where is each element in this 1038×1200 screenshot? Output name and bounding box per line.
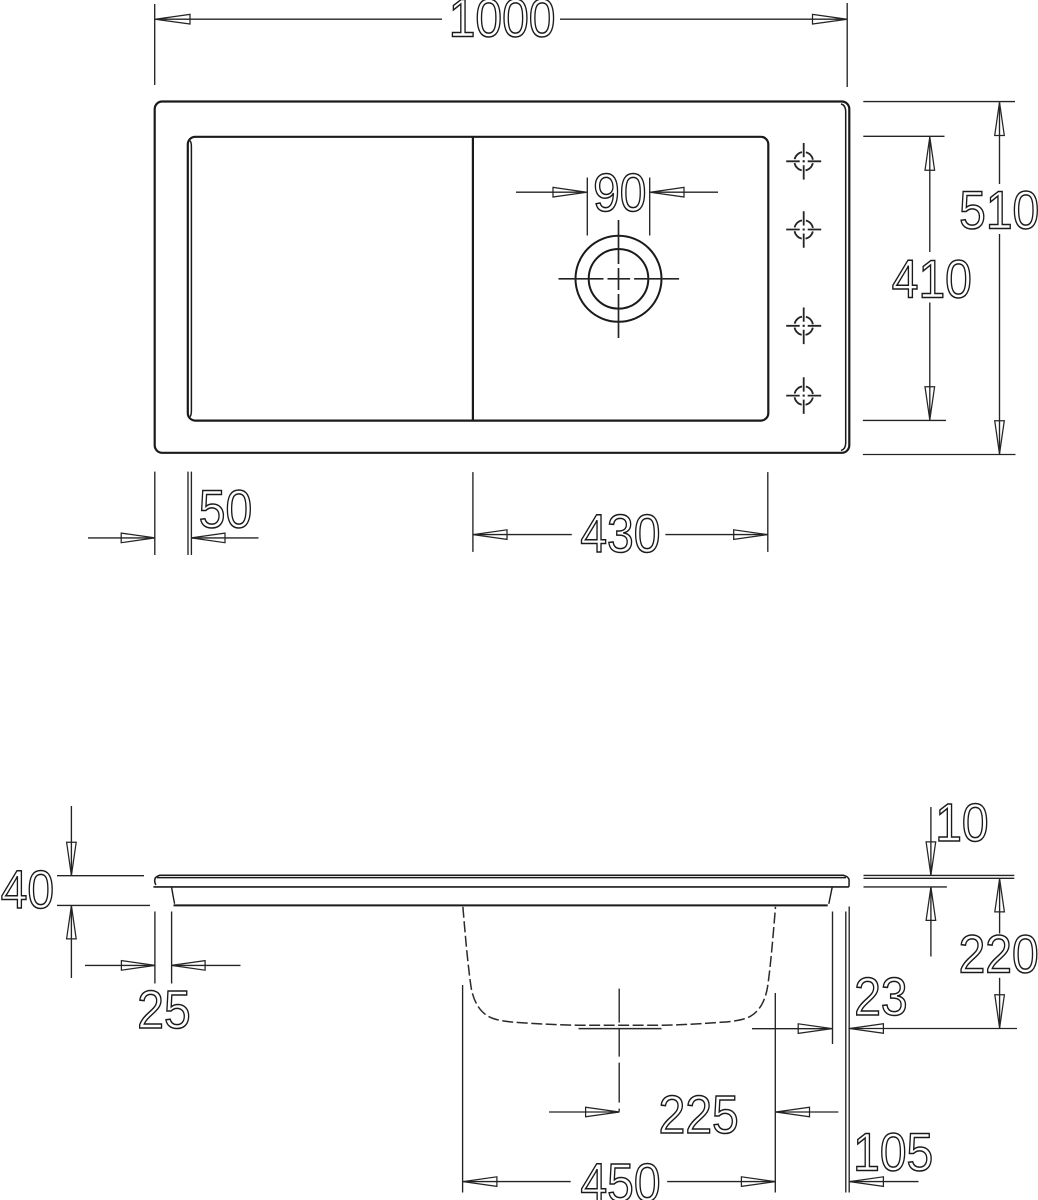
svg-text:450: 450 [580,1152,660,1200]
svg-text:90: 90 [593,162,646,222]
svg-text:1000: 1000 [449,0,556,48]
svg-text:40: 40 [1,859,54,919]
svg-text:10: 10 [935,792,988,852]
svg-text:430: 430 [580,503,660,563]
svg-text:225: 225 [659,1084,739,1144]
svg-text:410: 410 [892,249,972,309]
svg-text:50: 50 [199,479,252,539]
svg-text:25: 25 [137,979,190,1039]
svg-text:105: 105 [853,1122,933,1182]
svg-text:23: 23 [854,966,907,1026]
svg-text:220: 220 [959,924,1038,984]
svg-text:510: 510 [959,180,1038,240]
